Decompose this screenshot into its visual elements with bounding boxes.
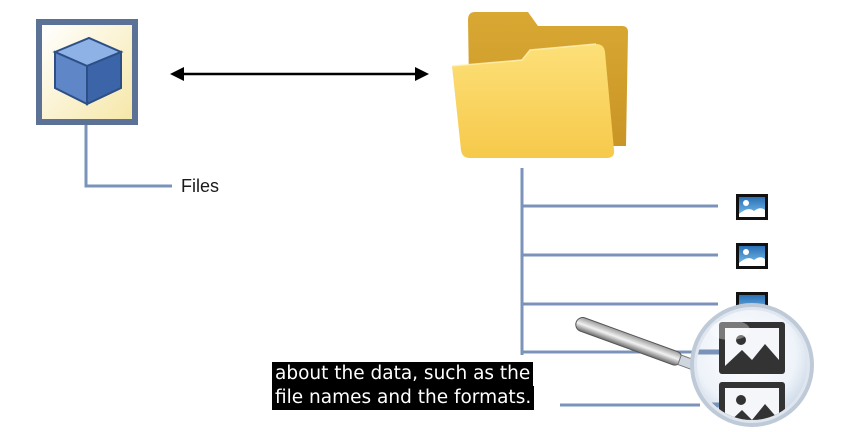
- video-subtitle: about the data, such as the file names a…: [272, 362, 568, 410]
- double-arrow: [170, 67, 429, 81]
- subtitle-line: file names and the formats.: [272, 386, 535, 410]
- magnifier-icon: [575, 303, 814, 427]
- image-file-icon: [719, 322, 785, 374]
- image-file-icon: [736, 194, 768, 220]
- files-label: Files: [181, 176, 220, 196]
- connector-line: [84, 125, 172, 188]
- image-file-icon: [719, 382, 785, 420]
- folder-icon: [451, 12, 628, 158]
- subtitle-line: about the data, such as the: [272, 362, 534, 386]
- cube-icon: [36, 19, 138, 125]
- image-file-icon: [736, 243, 768, 269]
